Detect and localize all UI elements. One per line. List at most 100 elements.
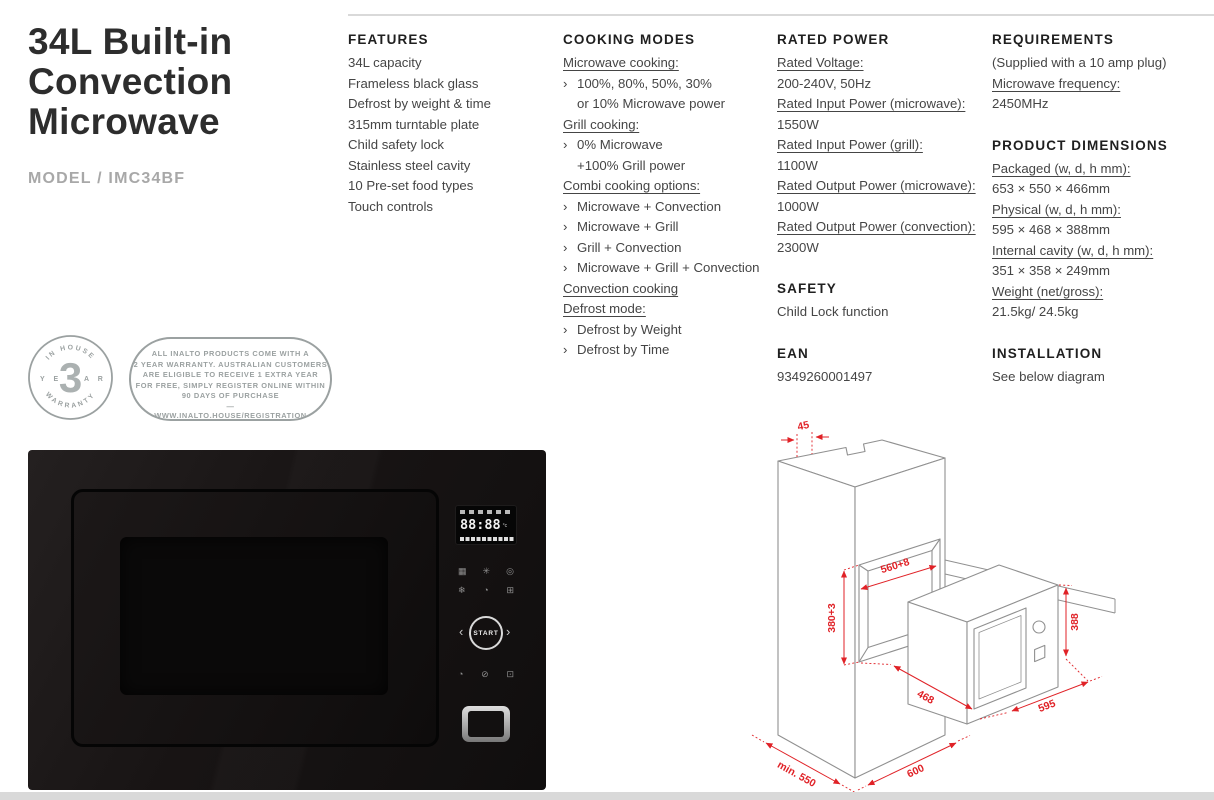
spec-entry: Rated Input Power (microwave): [777, 96, 966, 111]
dim-unit-depth [860, 662, 973, 710]
spec-entry: ›Defrost by Time [563, 340, 775, 361]
badge-left-letters: Y E [40, 376, 62, 383]
spec-entry: or 10% Microwave power [577, 96, 726, 111]
spec-entry: › Grill + Convection [563, 238, 775, 259]
door-open-button [462, 706, 510, 742]
spec-entry: See below diagram [992, 368, 1105, 384]
page-title: 34L Built-in Convection Microwave [28, 22, 338, 142]
spec-entry: +100% Grill power [577, 157, 686, 173]
spec-entry: ›100%, 80%, 50%, 30% [563, 74, 775, 95]
door-window [120, 537, 388, 695]
spec-entry-text: Microwave + Grill + Convection [577, 260, 760, 275]
start-button: START [469, 616, 503, 650]
spec-heading: RATED POWER [777, 32, 890, 47]
spec-entry: Defrost mode: [563, 301, 646, 316]
dim-top-clearance [781, 432, 829, 457]
spec-heading: INSTALLATION [992, 345, 1103, 361]
spec-entry: › 0% Microwave [563, 135, 775, 156]
title-line: Convection [28, 61, 233, 102]
spec-heading: REQUIREMENTS [992, 32, 1114, 47]
bullet-icon: › [563, 219, 568, 234]
spec-entry: 9349260001497 [777, 368, 873, 384]
spec-entry-text: Microwave + Convection [577, 198, 722, 214]
spec-entry: 34L capacity [348, 55, 422, 70]
display-indicator-icons [460, 510, 513, 514]
touch-icon-row: ❄ ◔ ⊞ [455, 585, 517, 596]
dim-unit-width [979, 676, 1103, 720]
convection-icon: ✳ [482, 566, 491, 576]
dim-label-595: 595 [1037, 697, 1058, 715]
spec-entry: Rated Output Power (microwave): [777, 178, 976, 193]
spec-entry: ›Defrost by Weight [563, 320, 775, 341]
bullet-icon: › [563, 260, 568, 275]
bullet-icon: › [563, 239, 568, 255]
divider-rule [348, 14, 1214, 16]
spec-entry: 653 × 550 × 466mm [992, 181, 1111, 196]
spec-entry: Packaged (w, d, h mm): [992, 160, 1131, 176]
spec-column-requirements: REQUIREMENTS(Supplied with a 10 amp plug… [992, 30, 1204, 408]
warranty-badge-circle: IN HOUSE WARRANTY 3 Y E A R [28, 335, 113, 420]
spec-entry: Rated Input Power (grill): [777, 137, 923, 152]
dim-label-380: 380+3 [826, 603, 838, 633]
spec-entry-text: Grill + Convection [577, 239, 682, 255]
nav-left-icon: ‹ [459, 624, 464, 639]
child-lock-icon: ⊡ [506, 669, 514, 679]
control-display: 88:88 °c [455, 505, 517, 545]
spec-entry: 200-240V, 50Hz [777, 75, 872, 91]
spec-entry: 21.5kg/ 24.5kg [992, 304, 1079, 319]
spec-entry: Microwave cooking: [563, 55, 679, 70]
spec-entry: Convection cooking [563, 280, 679, 296]
dim-label-600: 600 [905, 762, 926, 780]
spec-section: INSTALLATION See below diagram [992, 344, 1204, 388]
nav-right-icon: › [506, 624, 511, 639]
spec-entry: Defrost by weight & time [348, 96, 491, 111]
model-number: MODEL / IMC34BF [28, 170, 186, 187]
pill-separator: — [226, 401, 235, 411]
timer-icon: ◔ [483, 585, 489, 595]
defrost-icon: ❄ [458, 585, 466, 595]
dim-label-min550: min. 550 [775, 759, 818, 790]
dim-opening-height [841, 564, 860, 666]
spec-entry: 315mm turntable plate [348, 116, 480, 132]
spec-section: COOKING MODES Microwave cooking: ›100%, 80… [563, 30, 775, 361]
spec-entry: Child Lock function [777, 304, 889, 319]
title-line: 34L Built-in [28, 21, 233, 62]
spec-entry: 1000W [777, 198, 819, 214]
auto-menu-icon: ⊞ [506, 585, 514, 595]
spec-entry: Physical (w, d, h mm): [992, 201, 1121, 217]
spec-entry: Internal cavity (w, d, h mm): [992, 242, 1154, 258]
spec-entry: 351 × 358 × 249mm [992, 263, 1111, 278]
spec-entry: Microwave frequency: [992, 75, 1121, 91]
page-footer-bar [0, 792, 1214, 800]
badge-number: 3 [59, 354, 82, 401]
spec-entry-text: 0% Microwave [577, 137, 663, 152]
microwave-icon: ◎ [506, 566, 514, 576]
spec-entry: Frameless black glass [348, 75, 479, 91]
spec-entry: 1100W [777, 157, 818, 173]
pill-url: WWW.INALTO.HOUSE/REGISTRATION [154, 410, 307, 420]
spec-entry: Child safety lock [348, 137, 445, 152]
title-line: Microwave [28, 101, 220, 142]
dim-min-cabinet-depth [751, 734, 856, 793]
spec-heading: COOKING MODES [563, 32, 696, 47]
warranty-badge-pill: ALL INALTO PRODUCTS COME WITH A 2 YEAR W… [129, 337, 332, 421]
pill-line: ALL INALTO PRODUCTS COME WITH A [151, 349, 310, 358]
dim-label-388: 388 [1069, 613, 1081, 631]
display-segment-row [460, 537, 514, 541]
spec-entry: 2300W [777, 239, 819, 255]
spec-entry: Rated Voltage: [777, 55, 864, 70]
bullet-icon: › [563, 342, 568, 357]
bullet-icon: › [563, 75, 568, 91]
spec-entry: Grill cooking: [563, 116, 640, 132]
bullet-icon: › [563, 137, 568, 152]
display-time: 88:88 [460, 517, 501, 533]
spec-entry-text: Microwave + Grill [577, 219, 679, 234]
spec-entry: Touch controls [348, 198, 434, 214]
spec-column-cooking-modes: COOKING MODES Microwave cooking: ›100%, 80… [563, 30, 775, 382]
spec-entry-text: Defrost by Weight [577, 321, 682, 337]
